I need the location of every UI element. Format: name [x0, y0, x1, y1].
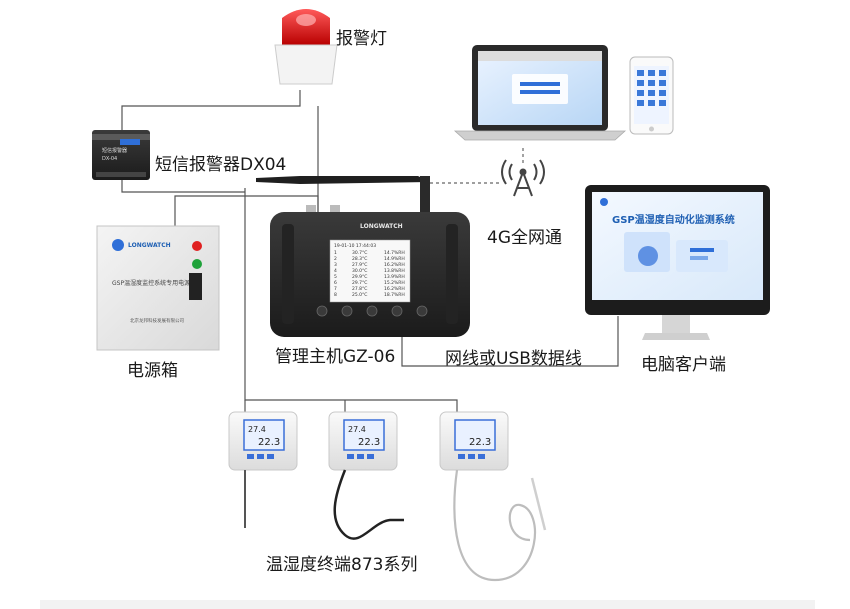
- power-box: LONGWATCH GSP温湿度监控系统专用电源 北京龙邦科技发展有限公司: [96, 225, 220, 351]
- label-sms-alarm: 短信报警器DX04: [155, 155, 287, 175]
- sms-device-text: 短信报警器: [102, 147, 127, 154]
- host-screen-row: 5 29.9°C 13.9%RH: [334, 274, 405, 280]
- line-host-pc: [401, 316, 619, 367]
- management-host: LONGWATCH 19-01-10 17:44:03 1 30.7°C 14.…: [256, 176, 470, 337]
- svg-text:5: 5: [334, 274, 337, 280]
- host-screen-row: 8 25.0°C 18.7%RH: [334, 292, 405, 298]
- sensor-reading-bottom: 22.3: [469, 437, 491, 448]
- sensor-2: 27.4 22.3: [328, 411, 404, 540]
- label-4g-network: 4G全网通: [487, 228, 562, 248]
- sensor-reading-bottom: 22.3: [358, 437, 380, 448]
- host-screen-rows: 1 30.7°C 14.7%RH 2 28.3°C 14.9%RH 3 27.9…: [334, 250, 405, 298]
- label-terminals: 温湿度终端873系列: [266, 555, 418, 575]
- svg-text:2: 2: [334, 256, 337, 262]
- line-sensor-bus: [244, 188, 458, 412]
- svg-text:13.9%RH: 13.9%RH: [384, 274, 405, 280]
- label-power-box: 电源箱: [127, 361, 178, 381]
- software-title: GSP温湿度自动化监测系统: [612, 213, 735, 226]
- svg-text:14.7%RH: 14.7%RH: [384, 250, 405, 256]
- label-link: 网线或USB数据线: [445, 349, 582, 369]
- host-buttons: [316, 305, 428, 317]
- sms-alarm-device: 短信报警器 DX-04: [92, 130, 150, 180]
- svg-text:16.2%RH: 16.2%RH: [384, 286, 405, 292]
- sensor-reading-bottom: 22.3: [258, 437, 280, 448]
- svg-text:8: 8: [334, 292, 337, 298]
- svg-text:29.9°C: 29.9°C: [352, 274, 367, 280]
- svg-text:1: 1: [334, 250, 337, 256]
- svg-text:27.8°C: 27.8°C: [352, 286, 367, 292]
- host-screen-header: 19-01-10 17:44:03: [334, 243, 376, 249]
- power-box-brand: LONGWATCH: [128, 242, 171, 249]
- svg-text:30.7°C: 30.7°C: [352, 250, 367, 256]
- power-box-footer: 北京龙邦科技发展有限公司: [130, 317, 184, 324]
- host-screen-row: 2 28.3°C 14.9%RH: [334, 256, 405, 262]
- host-screen-row: 6 29.7°C 15.2%RH: [334, 280, 405, 286]
- sensor-reading-top: 27.4: [348, 425, 366, 434]
- host-screen-row: 7 27.8°C 16.2%RH: [334, 286, 405, 292]
- svg-text:14.9%RH: 14.9%RH: [384, 256, 405, 262]
- sensor-3: 22.3: [439, 411, 547, 582]
- line-sms-alarm: [121, 178, 245, 193]
- label-alarm-light: 报警灯: [336, 29, 387, 49]
- label-host: 管理主机GZ-06: [275, 347, 396, 367]
- svg-text:27.9°C: 27.9°C: [352, 262, 367, 268]
- host-screen-row: 3 27.9°C 16.2%RH: [334, 262, 405, 268]
- svg-text:29.7°C: 29.7°C: [352, 280, 367, 286]
- antenna-4g-icon: [501, 159, 545, 197]
- power-box-text: GSP温湿度监控系统专用电源: [112, 279, 190, 287]
- svg-text:4: 4: [334, 268, 337, 274]
- sensor-1: 27.4 22.3: [228, 411, 298, 528]
- svg-text:6: 6: [334, 280, 337, 286]
- svg-text:18.7%RH: 18.7%RH: [384, 292, 405, 298]
- laptop: [453, 45, 627, 141]
- label-pc-client: 电脑客户端: [641, 355, 726, 375]
- host-screen-row: 4 30.0°C 13.8%RH: [334, 268, 405, 274]
- svg-text:3: 3: [334, 262, 337, 268]
- host-screen-row: 1 30.7°C 14.7%RH: [334, 250, 405, 256]
- svg-text:7: 7: [334, 286, 337, 292]
- wireless-lines: [430, 148, 524, 184]
- bottom-band: [40, 600, 815, 609]
- svg-text:13.8%RH: 13.8%RH: [384, 268, 405, 274]
- alarm-light: [274, 9, 338, 85]
- mobile-phone: [629, 56, 674, 135]
- svg-text:25.0°C: 25.0°C: [352, 292, 367, 298]
- line-alarm-light: [121, 90, 301, 130]
- svg-text:16.2%RH: 16.2%RH: [384, 262, 405, 268]
- svg-text:30.0°C: 30.0°C: [352, 268, 367, 274]
- sms-device-model: DX-04: [102, 156, 117, 162]
- connection-lines: [121, 90, 619, 412]
- host-brand: LONGWATCH: [360, 223, 403, 230]
- svg-text:15.2%RH: 15.2%RH: [384, 280, 405, 286]
- sensor-reading-top: 27.4: [248, 425, 266, 434]
- pc-monitor: GSP温湿度自动化监测系统: [585, 185, 770, 340]
- svg-text:28.3°C: 28.3°C: [352, 256, 367, 262]
